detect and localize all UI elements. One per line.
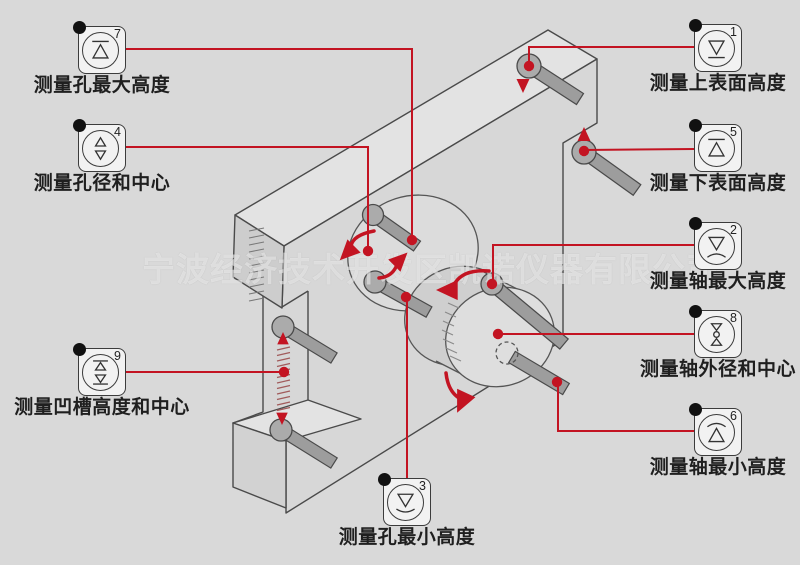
groove-hatch xyxy=(276,346,291,351)
direction-arrow xyxy=(457,388,476,413)
end-face-hatch xyxy=(248,297,265,302)
beam-bottom-edge xyxy=(281,290,309,308)
direction-arrow xyxy=(276,412,288,425)
measure-point-dot-8 xyxy=(492,328,504,340)
block-front-face xyxy=(232,422,287,509)
connector-line-7 xyxy=(126,48,413,240)
connector-line-2 xyxy=(492,244,694,283)
shaft-hatch xyxy=(442,338,455,345)
measure-point-dot-7 xyxy=(406,234,418,246)
direction-arrow-tail xyxy=(444,371,461,400)
end-face-hatch xyxy=(248,255,265,260)
measure-point-dot-9 xyxy=(278,366,290,378)
groove-hatch xyxy=(276,357,291,362)
groove-hatch xyxy=(276,379,291,384)
shaft-hatch xyxy=(442,320,455,327)
direction-arrow-tail xyxy=(349,229,376,248)
measure-point-dot-6 xyxy=(551,376,563,388)
end-face-hatch xyxy=(248,227,265,232)
connector-line-1 xyxy=(528,46,694,66)
direction-arrow xyxy=(577,127,591,141)
groove-hatch xyxy=(276,384,291,390)
watermark-text: 宁波经济技术开发区凯诺仪器有限公司 xyxy=(142,251,720,288)
direction-arrow xyxy=(388,252,408,272)
measure-point-dot-3 xyxy=(400,291,412,303)
end-face-hatch xyxy=(248,262,265,267)
end-face-hatch xyxy=(248,269,265,274)
groove-hatch xyxy=(276,401,291,406)
end-face-hatch xyxy=(248,248,265,253)
shaft-hatch xyxy=(447,302,460,309)
end-face-hatch xyxy=(248,241,265,246)
measure-point-dot-1 xyxy=(523,60,535,72)
direction-arrow xyxy=(277,332,289,345)
probe-ball-hidden xyxy=(495,341,519,365)
direction-arrow xyxy=(339,239,361,261)
groove-hatch xyxy=(276,395,291,401)
shaft-hatch xyxy=(444,311,457,318)
direction-arrow xyxy=(436,279,458,301)
groove-hatch xyxy=(276,362,291,368)
connector-line-6 xyxy=(557,383,694,432)
beam-end-face xyxy=(232,214,285,309)
end-face-hatch xyxy=(248,290,265,295)
end-face-hatch xyxy=(248,276,265,281)
connector-line-5 xyxy=(583,148,695,151)
groove-hatch xyxy=(276,406,291,412)
groove-hatch xyxy=(276,390,291,395)
connector-line-4 xyxy=(126,146,369,251)
direction-arrow xyxy=(516,79,530,93)
measure-point-dot-4 xyxy=(362,245,374,257)
shaft-hatch xyxy=(449,355,462,362)
measure-point-dot-5 xyxy=(578,145,590,157)
shaft-hatch xyxy=(441,329,454,336)
direction-arrow-tail xyxy=(453,269,491,285)
groove-hatch xyxy=(276,351,291,357)
end-face-hatch xyxy=(248,234,265,239)
measure-point-dot-2 xyxy=(486,278,498,290)
end-face-hatch xyxy=(248,283,265,288)
direction-arrow-tail xyxy=(377,265,398,280)
shaft-hatch xyxy=(445,347,458,354)
